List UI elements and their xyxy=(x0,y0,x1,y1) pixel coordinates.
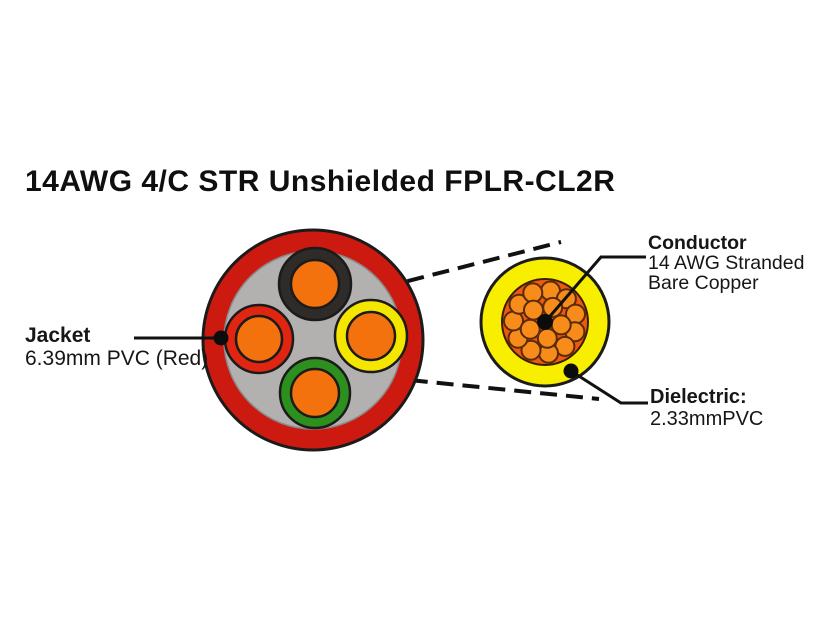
callout-lines xyxy=(134,255,648,405)
dielectric-leader-line xyxy=(570,369,648,405)
conductor-label-detail-2: Bare Copper xyxy=(648,272,759,294)
conductor-label: Conductor 14 AWG Stranded Bare Copper xyxy=(648,233,804,293)
conductor-yellow xyxy=(333,298,409,374)
dielectric-label-heading: Dielectric: xyxy=(650,386,747,408)
dielectric-label-detail: 2.33mmPVC xyxy=(650,407,764,430)
copper-core xyxy=(345,310,397,362)
conductor-zoom-view xyxy=(479,256,611,388)
conductor-red xyxy=(223,303,295,375)
conductor-label-heading: Conductor xyxy=(648,232,747,254)
copper-core xyxy=(289,258,341,310)
cable-cross-section xyxy=(201,228,425,452)
page-title: 14AWG 4/C STR Unshielded FPLR-CL2R xyxy=(25,165,616,198)
conductor-black xyxy=(277,246,353,322)
jacket-label-detail: 6.39mm PVC (Red) xyxy=(25,347,209,370)
jacket-label-heading: Jacket xyxy=(25,324,91,347)
dielectric-label: Dielectric: 2.33mmPVC xyxy=(650,386,764,430)
conductor-green xyxy=(278,356,352,430)
conductor-leader-line xyxy=(543,255,646,323)
copper-core xyxy=(234,314,284,364)
jacket-anchor-dot xyxy=(213,330,229,346)
conductor-label-detail-1: 14 AWG Stranded xyxy=(648,252,805,274)
jacket-label: Jacket 6.39mm PVC (Red) xyxy=(25,324,208,370)
conductor-anchor-dot xyxy=(537,314,553,330)
dielectric-anchor-dot xyxy=(563,363,579,379)
copper-core xyxy=(289,367,341,419)
copper-strands xyxy=(503,280,586,364)
